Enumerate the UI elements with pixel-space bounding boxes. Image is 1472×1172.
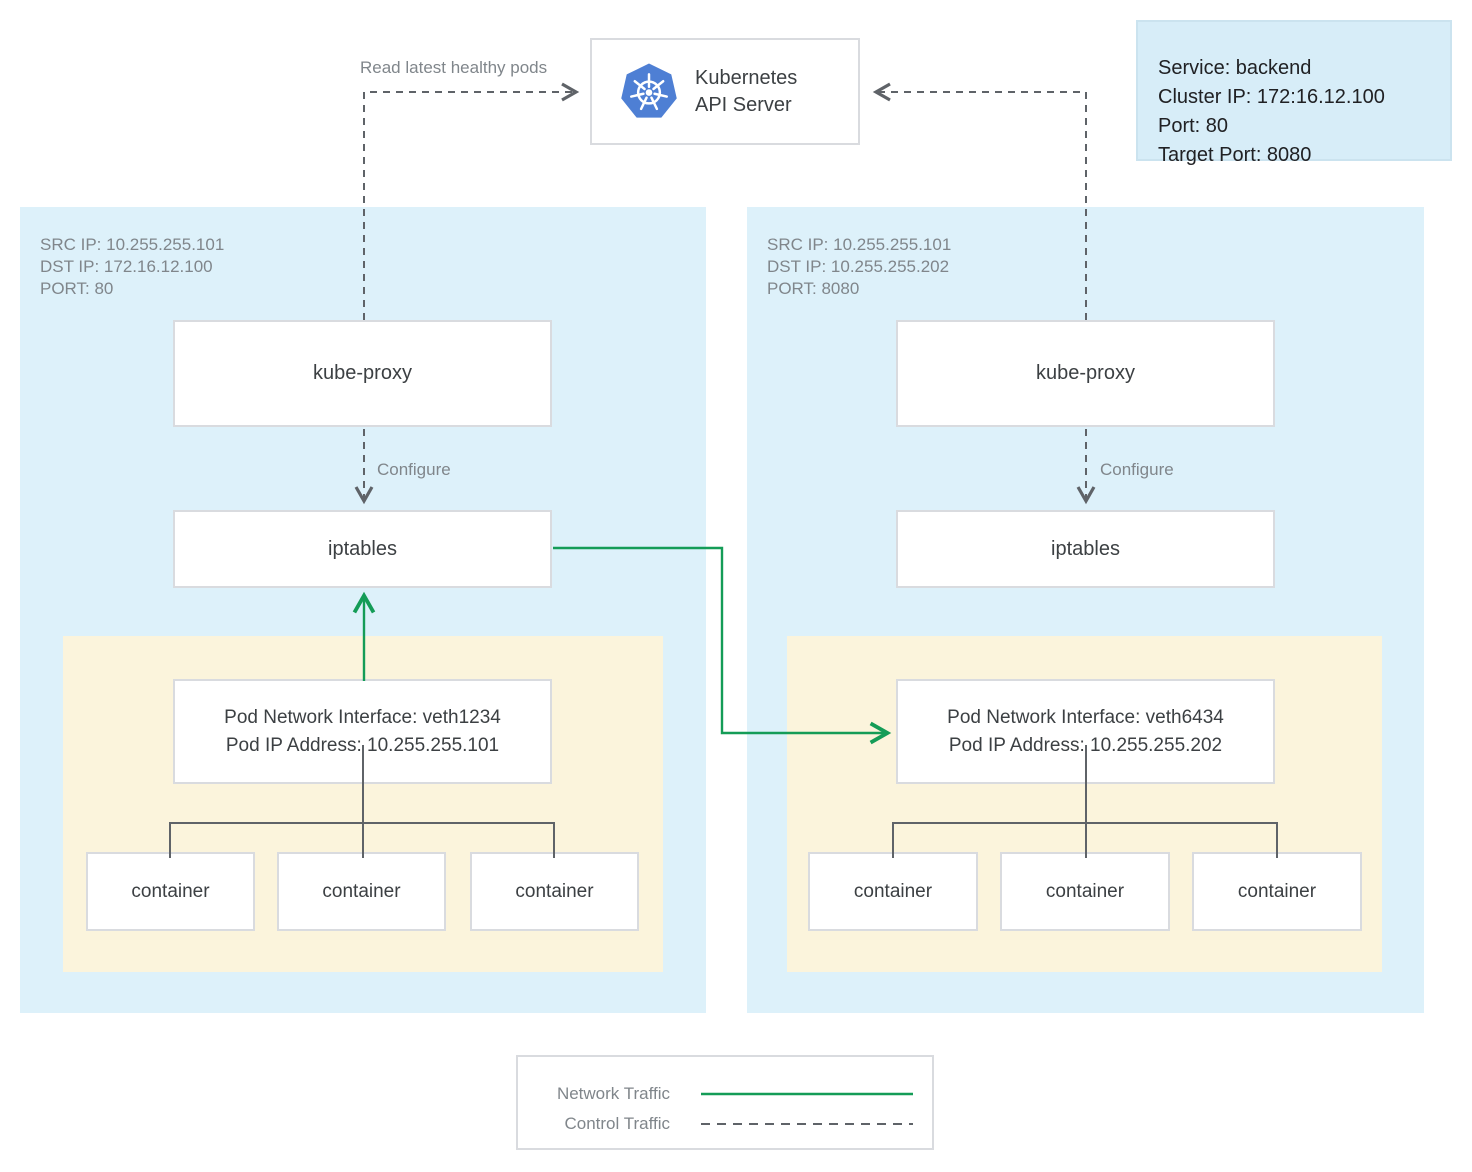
container-box: container bbox=[470, 852, 639, 931]
iptables-box-right: iptables bbox=[896, 510, 1275, 588]
legend-box: Network Traffic Control Traffic bbox=[516, 1055, 934, 1150]
network-traffic-line-sample bbox=[701, 1092, 913, 1095]
legend-row-control-traffic: Control Traffic bbox=[518, 1111, 932, 1136]
kubernetes-logo-icon bbox=[621, 63, 677, 118]
pod-network-interface-box-left: Pod Network Interface: veth1234 Pod IP A… bbox=[173, 679, 552, 784]
container-box: container bbox=[86, 852, 255, 931]
container-box: container bbox=[277, 852, 446, 931]
read-latest-healthy-pods-label: Read latest healthy pods bbox=[360, 58, 548, 77]
service-target-port: Target Port: 8080 bbox=[1158, 144, 1312, 166]
container-box: container bbox=[1000, 852, 1170, 931]
container-box: container bbox=[1192, 852, 1362, 931]
control-traffic-line-sample bbox=[701, 1122, 913, 1125]
service-cluster-ip: Cluster IP: 172:16.12.100 bbox=[1158, 86, 1385, 108]
legend-network-traffic-label: Network Traffic bbox=[556, 1083, 670, 1103]
node-right-port: PORT: 8080 bbox=[767, 279, 860, 298]
node-left-port: PORT: 80 bbox=[40, 279, 114, 298]
pod-network-interface-box-right: Pod Network Interface: veth6434 Pod IP A… bbox=[896, 679, 1275, 784]
node-right-meta: SRC IP: 10.255.255.101 DST IP: 10.255.25… bbox=[767, 234, 951, 300]
kube-proxy-box-right: kube-proxy bbox=[896, 320, 1275, 427]
service-port: Port: 80 bbox=[1158, 115, 1229, 137]
node-left-meta: SRC IP: 10.255.255.101 DST IP: 172.16.12… bbox=[40, 234, 224, 300]
iptables-box-left: iptables bbox=[173, 510, 552, 588]
node-right-src-ip: SRC IP: 10.255.255.101 bbox=[767, 235, 952, 254]
configure-label-right: Configure bbox=[1100, 460, 1174, 479]
configure-label-left: Configure bbox=[377, 460, 451, 479]
container-box: container bbox=[808, 852, 978, 931]
api-server-label: Kubernetes API Server bbox=[695, 66, 798, 116]
node-left-dst-ip: DST IP: 172.16.12.100 bbox=[40, 257, 213, 276]
service-info-panel: Service: backend Cluster IP: 172:16.12.1… bbox=[1136, 20, 1452, 166]
node-left-src-ip: SRC IP: 10.255.255.101 bbox=[40, 235, 225, 254]
kube-proxy-box-left: kube-proxy bbox=[173, 320, 552, 427]
node-right-dst-ip: DST IP: 10.255.255.202 bbox=[767, 257, 950, 276]
service-name: Service: backend bbox=[1158, 57, 1312, 79]
api-server-box: Kubernetes API Server bbox=[590, 38, 860, 145]
legend-control-traffic-label: Control Traffic bbox=[564, 1113, 670, 1133]
legend-row-network-traffic: Network Traffic bbox=[518, 1081, 932, 1106]
